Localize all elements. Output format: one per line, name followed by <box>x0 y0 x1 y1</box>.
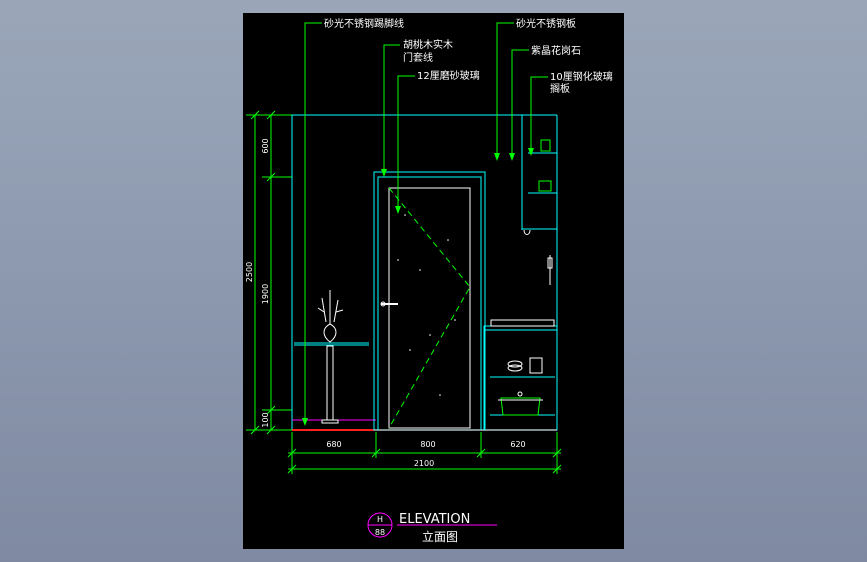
title-english: ELEVATION <box>399 512 470 527</box>
callout-frosted-glass: 12厘磨砂玻璃 <box>417 69 480 82</box>
dim-horizontal-total: 2100 <box>414 459 434 468</box>
callout-walnut-frame: 胡桃木实木 <box>403 38 453 51</box>
section-symbol-bottom: 88 <box>375 528 385 537</box>
callout-leaders <box>304 22 548 425</box>
dim-horizontal-left: 680 <box>326 440 341 449</box>
title-chinese: 立面图 <box>422 529 458 544</box>
wall-outline <box>291 114 558 430</box>
title-block: H 88 ELEVATION 立面图 <box>367 512 497 544</box>
door <box>373 171 486 431</box>
glass-speckle <box>397 214 456 396</box>
pedestal-stand <box>294 290 369 424</box>
callout-tempered-glass: 10厘钢化玻璃 <box>550 70 613 83</box>
dim-horizontal-right: 620 <box>510 440 525 449</box>
dim-vertical-top: 600 <box>261 138 270 153</box>
cabinet-items <box>490 139 555 416</box>
dim-horizontal-center: 800 <box>420 440 435 449</box>
leader-arrowheads <box>302 148 534 426</box>
dim-vertical-total: 2500 <box>245 262 254 282</box>
shelf-unit <box>483 115 558 431</box>
horizontal-dimension-lines <box>287 432 562 474</box>
dim-vertical-bottom: 100 <box>261 412 270 427</box>
callout-tempered-glass-line2: 搁板 <box>550 82 570 95</box>
elevation-drawing: 砂光不锈钢踢脚线 胡桃木实木 门套线 12厘磨砂玻璃 砂光不锈钢板 紫晶花岗石 … <box>245 17 613 544</box>
callout-walnut-frame-line2: 门套线 <box>403 51 433 64</box>
callout-granite: 紫晶花岗石 <box>531 44 581 57</box>
dim-vertical-mid: 1900 <box>261 284 270 304</box>
vertical-dimension-lines <box>246 110 292 435</box>
callout-skirting: 砂光不锈钢踢脚线 <box>324 17 404 30</box>
callout-steel-panel: 砂光不锈钢板 <box>516 17 576 30</box>
drawing-sheet: 砂光不锈钢踢脚线 胡桃木实木 门套线 12厘磨砂玻璃 砂光不锈钢板 紫晶花岗石 … <box>243 13 624 549</box>
section-symbol-top: H <box>377 515 383 524</box>
